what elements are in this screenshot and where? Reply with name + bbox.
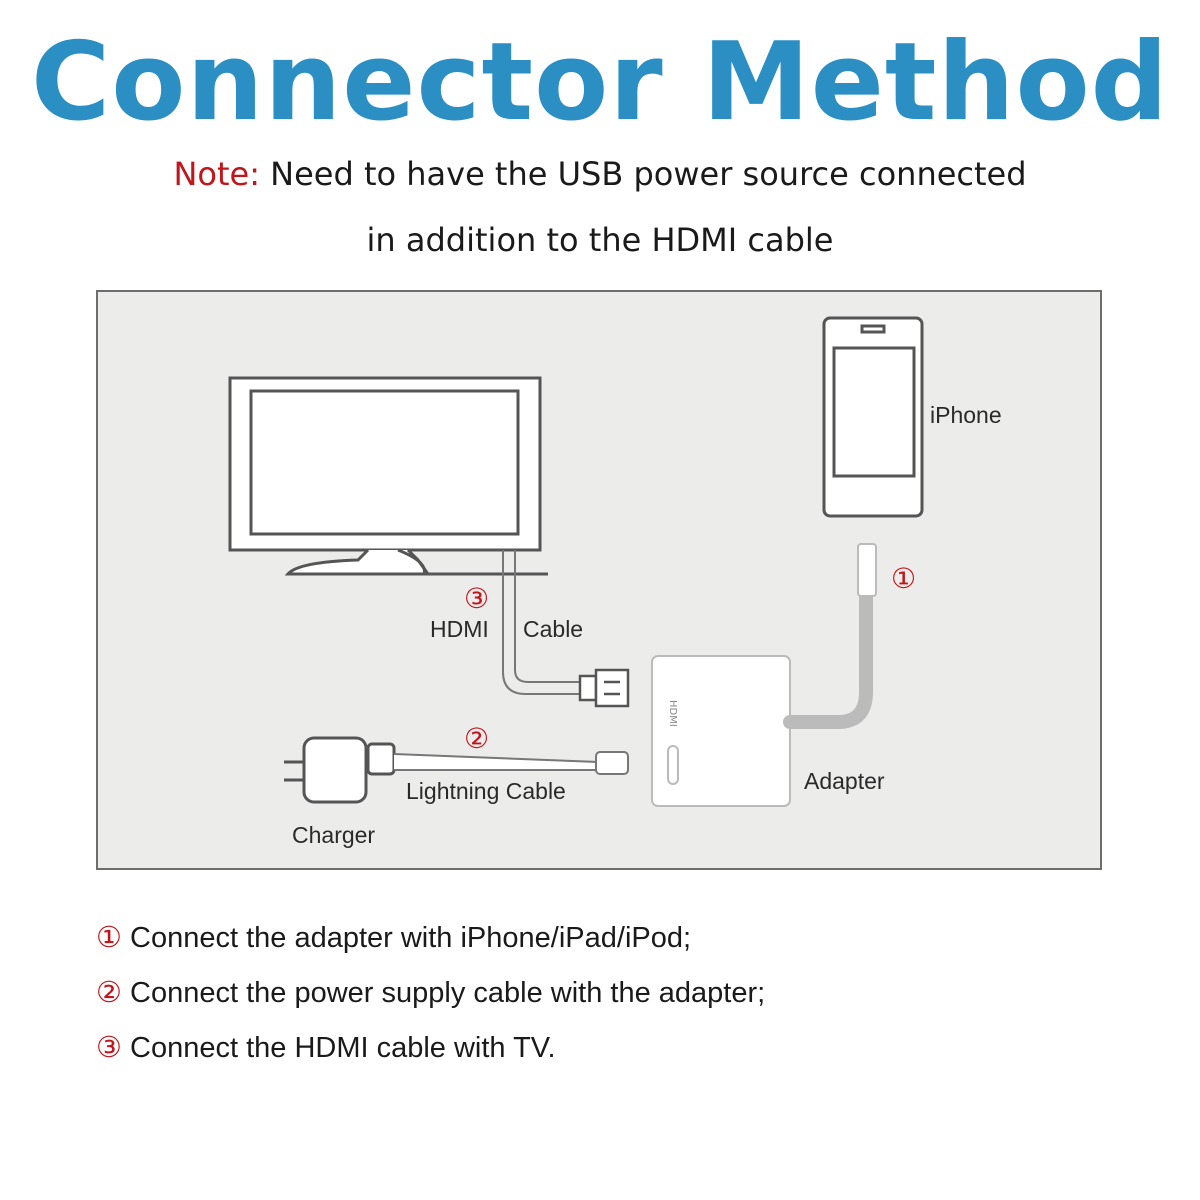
charger-icon <box>284 736 396 804</box>
adapter-icon <box>651 543 877 807</box>
adapter-port-label: HDMI <box>667 700 678 727</box>
step-number: ③ <box>96 1030 122 1064</box>
step-text: Connect the adapter with iPhone/iPad/iPo… <box>130 922 692 954</box>
lightning-cable-label: Lightning Cable <box>406 778 566 804</box>
marker-three: ③ <box>464 582 490 615</box>
adapter-label: Adapter <box>804 768 885 794</box>
step-text: Connect the HDMI cable with TV. <box>130 1032 556 1064</box>
marker-one: ① <box>891 562 917 595</box>
cable-label: Cable <box>523 616 584 642</box>
charger-label: Charger <box>292 822 376 848</box>
marker-two: ② <box>464 722 490 755</box>
diagram-panel: HDMI iPhone ① ③ HDMI Cable ② Lightning C… <box>96 290 1102 870</box>
connection-diagram: HDMI <box>228 316 924 807</box>
step-text: Connect the power supply cable with the … <box>130 977 766 1009</box>
page-title: Connector Method <box>31 20 1169 145</box>
step-number: ① <box>96 920 122 954</box>
note-label: Note: <box>173 155 260 193</box>
hdmi-plug <box>578 668 630 708</box>
iphone-label: iPhone <box>930 402 1002 428</box>
note-text-1: Need to have the USB power source connec… <box>270 155 1027 193</box>
lightning-cable <box>393 751 629 775</box>
note-line-2: in addition to the HDMI cable <box>366 221 834 259</box>
hdmi-label: HDMI <box>430 616 489 642</box>
iphone-icon <box>822 316 924 518</box>
tv-icon <box>228 376 548 576</box>
step-number: ② <box>96 975 122 1009</box>
note-line-1: Note: Need to have the USB power source … <box>0 154 1200 194</box>
hdmi-cable <box>502 550 580 695</box>
